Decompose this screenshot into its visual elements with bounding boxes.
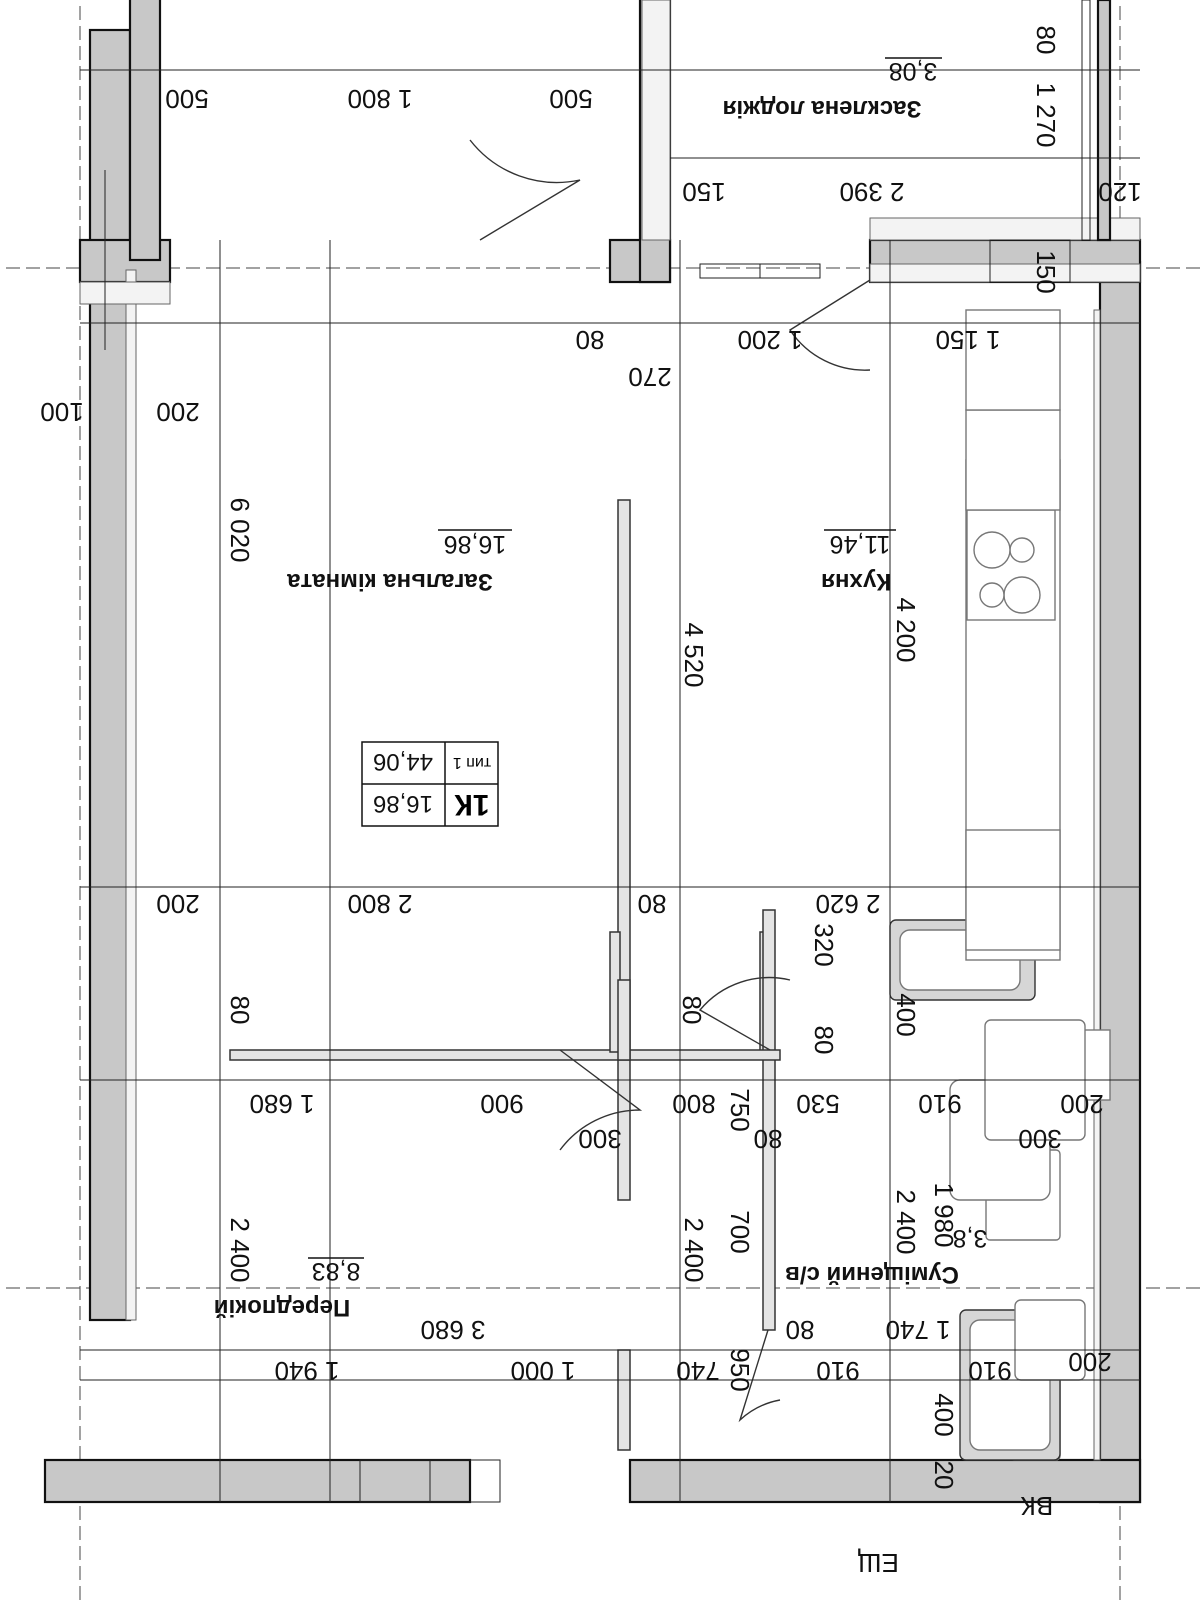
- dimension-label: 1 740: [885, 1315, 950, 1345]
- dimension-label: 320: [809, 923, 839, 966]
- room-loggia-name: Засклена лоджія: [722, 95, 921, 122]
- dimension-label: 1 940: [274, 1356, 339, 1386]
- room-hall-area: 8,83: [312, 1257, 361, 1285]
- room-kitchen-area: 11,46: [830, 530, 891, 558]
- corridor-labels: ВК ЕЩ: [857, 1491, 1053, 1578]
- label-vk: ВК: [1021, 1491, 1054, 1521]
- dimension-label: 800: [672, 1089, 715, 1119]
- dimension-label: 100: [40, 397, 83, 427]
- dimension-label: 200: [156, 889, 199, 919]
- tag-code: 1К: [454, 788, 490, 821]
- room-labels: Загальна кімната 16,86 Кухня 11,46 Заскл…: [214, 57, 988, 1321]
- dimension-label: 300: [1018, 1124, 1061, 1154]
- interior-partitions: [229, 499, 781, 1451]
- dimension-label: 20: [929, 1461, 959, 1490]
- dimension-label: 200: [156, 397, 199, 427]
- dimension-label: 80: [754, 1124, 783, 1154]
- windows: [359, 239, 1071, 1503]
- dimension-label: 150: [682, 177, 725, 207]
- dimension-label: 740: [676, 1356, 719, 1386]
- dimension-label: 1 150: [935, 325, 1000, 355]
- dimension-label: 80: [576, 325, 605, 355]
- room-living-name: Загальна кімната: [287, 568, 493, 595]
- dimension-label: 910: [968, 1356, 1011, 1386]
- loggia-walls: [641, 0, 1141, 242]
- dimension-label: 4 200: [891, 597, 921, 662]
- dimension-label: 200: [1068, 1347, 1111, 1377]
- room-hall-name: Передпокій: [214, 1294, 350, 1321]
- dimension-label: 1 200: [737, 325, 802, 355]
- dimension-label: 80: [809, 1026, 839, 1055]
- dimension-label: 1 270: [1031, 82, 1061, 147]
- room-kitchen-name: Кухня: [821, 568, 891, 595]
- dimension-label: 4 520: [679, 622, 709, 687]
- dimension-label: 750: [725, 1088, 755, 1131]
- label-esch: ЕЩ: [857, 1548, 899, 1578]
- dimension-label: 80: [638, 889, 667, 919]
- dimension-label: 1 000: [510, 1356, 575, 1386]
- dimension-label: 950: [725, 1348, 755, 1391]
- dimension-label: 910: [918, 1089, 961, 1119]
- dimension-label: 910: [816, 1356, 859, 1386]
- dimension-label: 80: [786, 1315, 815, 1345]
- tag-total-area: 44,06: [373, 748, 433, 775]
- dimension-label: 2 400: [679, 1217, 709, 1282]
- dimension-label: 200: [1060, 1089, 1103, 1119]
- dimension-label: 120: [1098, 177, 1141, 207]
- dimension-label: 500: [549, 84, 592, 114]
- dimension-label: 3 680: [420, 1315, 485, 1345]
- dimension-label: 500: [165, 84, 208, 114]
- dimension-label: 6 020: [225, 497, 255, 562]
- dimension-label: 270: [628, 362, 671, 392]
- kitchen-fixtures: [965, 309, 1061, 961]
- dimension-label: 1 680: [249, 1089, 314, 1119]
- dimension-label: 700: [725, 1210, 755, 1253]
- doors: [469, 139, 871, 1423]
- dimension-label: 80: [1031, 26, 1061, 55]
- dimension-lines: [80, 69, 1140, 1502]
- room-bath-area: 3,8: [953, 1224, 988, 1252]
- dimension-label: 400: [891, 993, 921, 1036]
- dimension-texts: 500 1 800 500 2 390 150 120 1 270 80 150 80 1 200 1…: [40, 26, 1141, 1490]
- room-bath-name: Суміщений с/в: [785, 1261, 959, 1288]
- dimension-label: 80: [225, 996, 255, 1025]
- dimension-label: 2 390: [839, 177, 904, 207]
- dimension-label: 1 980: [929, 1182, 959, 1247]
- dimension-label: 300: [578, 1124, 621, 1154]
- tag-living-area: 16,86: [373, 790, 433, 817]
- dimension-label: 1 800: [347, 84, 412, 114]
- room-loggia-area: 3,08: [889, 57, 938, 85]
- room-living-area: 16,86: [444, 530, 507, 558]
- dimension-label: 400: [929, 1393, 959, 1436]
- dimension-label: 2 800: [347, 889, 412, 919]
- dimension-label: 2 400: [891, 1189, 921, 1254]
- outer-walls: [43, 0, 1142, 1504]
- apartment-tag: 1К тип 1 16,86 44,06: [361, 741, 499, 827]
- dimension-label: 530: [796, 1089, 839, 1119]
- dimension-label: 2 400: [225, 1217, 255, 1282]
- dimension-label: 150: [1031, 250, 1061, 293]
- dimension-label: 80: [677, 996, 707, 1025]
- dimension-label: 2 620: [815, 889, 880, 919]
- dimension-label: 900: [480, 1089, 523, 1119]
- tag-type: тип 1: [453, 754, 491, 771]
